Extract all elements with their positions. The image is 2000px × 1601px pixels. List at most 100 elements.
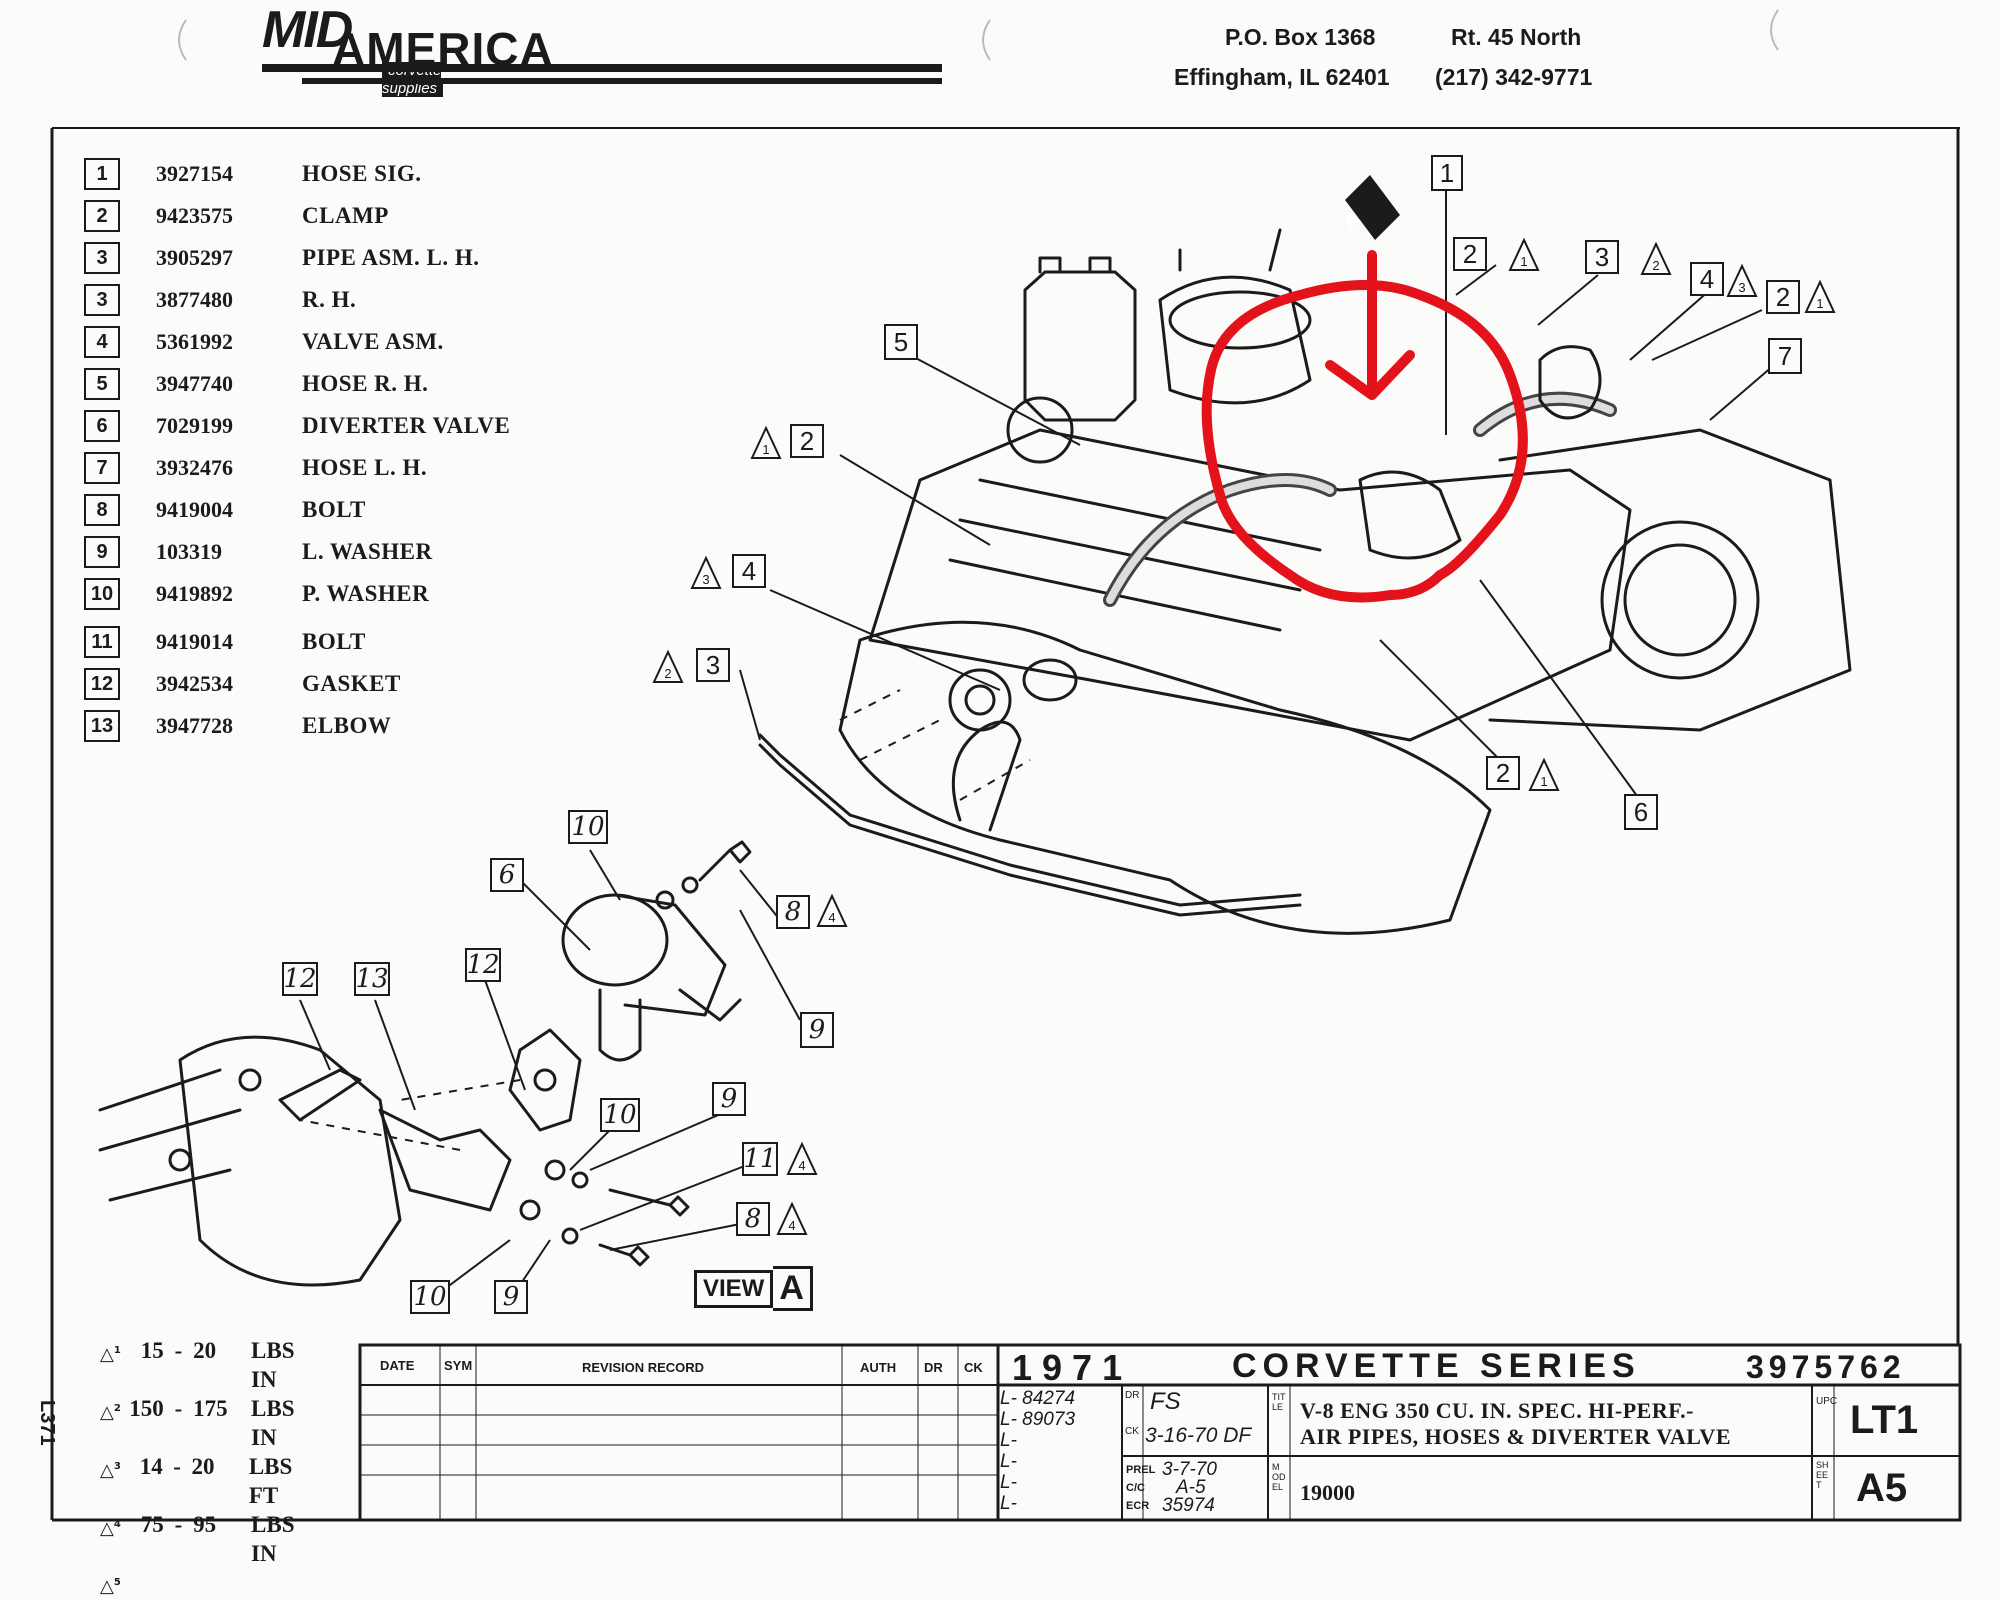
part-description: PIPE ASM. L. H. [302, 245, 480, 270]
torque-mark: △3 [100, 1460, 121, 1481]
dr-initials: FS [1150, 1388, 1181, 1415]
view-label-letter: A [773, 1266, 813, 1311]
rev-ck-header: CK [964, 1360, 983, 1375]
torque-high: 175 [193, 1396, 228, 1421]
title-series: CORVETTE SERIES [1232, 1347, 1641, 1385]
item-number: 1 [84, 158, 120, 190]
tri-label: 1 [1520, 254, 1527, 269]
rev-record-header: REVISION RECORD [582, 1360, 705, 1375]
part-description: GASKET [302, 671, 401, 696]
callout-6: 6 [1624, 794, 1658, 830]
torque-low: 14 [139, 1454, 163, 1479]
title-label: TITLE [1272, 1392, 1286, 1412]
callout-10: 10 [600, 1098, 640, 1132]
callout-5: 5 [884, 324, 918, 360]
tri-label: 3 [1738, 280, 1745, 295]
item-number: 3 [84, 242, 120, 274]
item-number: 6 [84, 410, 120, 442]
sheet-value: A5 [1856, 1466, 1908, 1510]
view-label-text: VIEW [694, 1269, 774, 1308]
callout-9: 9 [800, 1012, 834, 1048]
torque-unit: LBS IN [251, 1338, 295, 1392]
torque-low: 150 [129, 1396, 164, 1421]
tri-label: 1 [762, 442, 769, 457]
callout-10: 10 [568, 810, 608, 844]
item-number: 8 [84, 494, 120, 526]
callout-8: 8 [736, 1202, 770, 1236]
part-number: 3942534 [156, 671, 233, 696]
part-description: HOSE L. H. [302, 455, 428, 480]
title-line-1: V-8 ENG 350 CU. IN. SPEC. HI-PERF.- [1300, 1398, 1694, 1423]
part-description: VALVE ASM. [302, 329, 444, 354]
logo-mid: MID [262, 1, 353, 59]
part-number: 3947740 [156, 371, 233, 396]
part-description: L. WASHER [302, 539, 433, 564]
torque-low: 75 [140, 1512, 164, 1537]
callout-2: 2 [1486, 756, 1520, 790]
part-description: BOLT [302, 497, 366, 522]
torque-row: △4 75- 95 LBS IN [100, 1510, 315, 1568]
parts-row: 12 3942534 GASKET [84, 666, 400, 702]
item-number: 11 [84, 626, 120, 658]
callout-6: 6 [490, 858, 524, 892]
callout-2: 2 [790, 424, 824, 458]
l-number: L- 89073 [1000, 1409, 1076, 1430]
rev-sym-header: SYM [444, 1358, 473, 1373]
torque-mark: △5 [100, 1576, 121, 1597]
l-number: L- 84274 [1000, 1388, 1076, 1409]
torque-low: 15 [140, 1338, 164, 1363]
tri-label: 3 [702, 572, 709, 587]
torque-row: △2 150- 175 LBS IN [100, 1394, 315, 1452]
address-phone: (217) 342-9771 [1435, 64, 1593, 90]
title-line-2: AIR PIPES, HOSES & DIVERTER VALVE [1300, 1424, 1731, 1449]
upc-value: LT1 [1850, 1398, 1919, 1442]
part-number: 7029199 [156, 413, 233, 438]
title-block-grid [358, 1343, 1962, 1522]
part-description: P. WASHER [302, 581, 430, 606]
drawing-number: 3975762 [1746, 1349, 1906, 1385]
red-arrow-mark [1325, 250, 1415, 400]
tri-label: 1 [1540, 774, 1547, 789]
callout-12: 12 [282, 962, 318, 996]
item-number: 13 [84, 710, 120, 742]
callout-2: 2 [1766, 280, 1800, 314]
callout-3: 3 [1585, 240, 1619, 274]
torque-mark: △1 [100, 1344, 121, 1365]
title-year: 1971 [1012, 1347, 1133, 1388]
part-number: 3877480 [156, 287, 233, 312]
upc-label: UPC [1816, 1396, 1838, 1407]
tri-label: 4 [788, 1218, 795, 1233]
torque-row: △5 [100, 1568, 315, 1601]
torque-row: △3 14- 20 LBS FT [100, 1452, 315, 1510]
l-number: L- [1000, 1430, 1017, 1451]
logo-underline [262, 64, 942, 84]
callout-8: 8 [776, 895, 810, 929]
item-number: 2 [84, 200, 120, 232]
part-description: HOSE SIG. [302, 161, 422, 186]
address-city: Effingham, IL 62401 [1174, 64, 1390, 90]
torque-rows: △1 15- 20 LBS IN △2 150- 175 LBS IN △3 1… [100, 1336, 315, 1601]
callout-9: 9 [712, 1082, 746, 1116]
red-annotation [1201, 250, 1528, 603]
part-number: 9423575 [156, 203, 233, 228]
model-value: 19000 [1300, 1480, 1355, 1505]
l-numbers: L- 84274 L- 89073 L- L- L- L- [1000, 1388, 1075, 1514]
part-description: R. H. [302, 287, 357, 312]
item-number: 9 [84, 536, 120, 568]
item-number: 10 [84, 578, 120, 610]
torque-high: 20 [193, 1338, 217, 1363]
item-number: 12 [84, 668, 120, 700]
part-number: 3932476 [156, 455, 233, 480]
dr-label: DR [1125, 1390, 1140, 1401]
tri-label: 4 [828, 910, 835, 925]
address-route: Rt. 45 North [1451, 24, 1582, 50]
tri-label: 2 [664, 666, 671, 681]
red-circle-mark [1201, 280, 1528, 603]
